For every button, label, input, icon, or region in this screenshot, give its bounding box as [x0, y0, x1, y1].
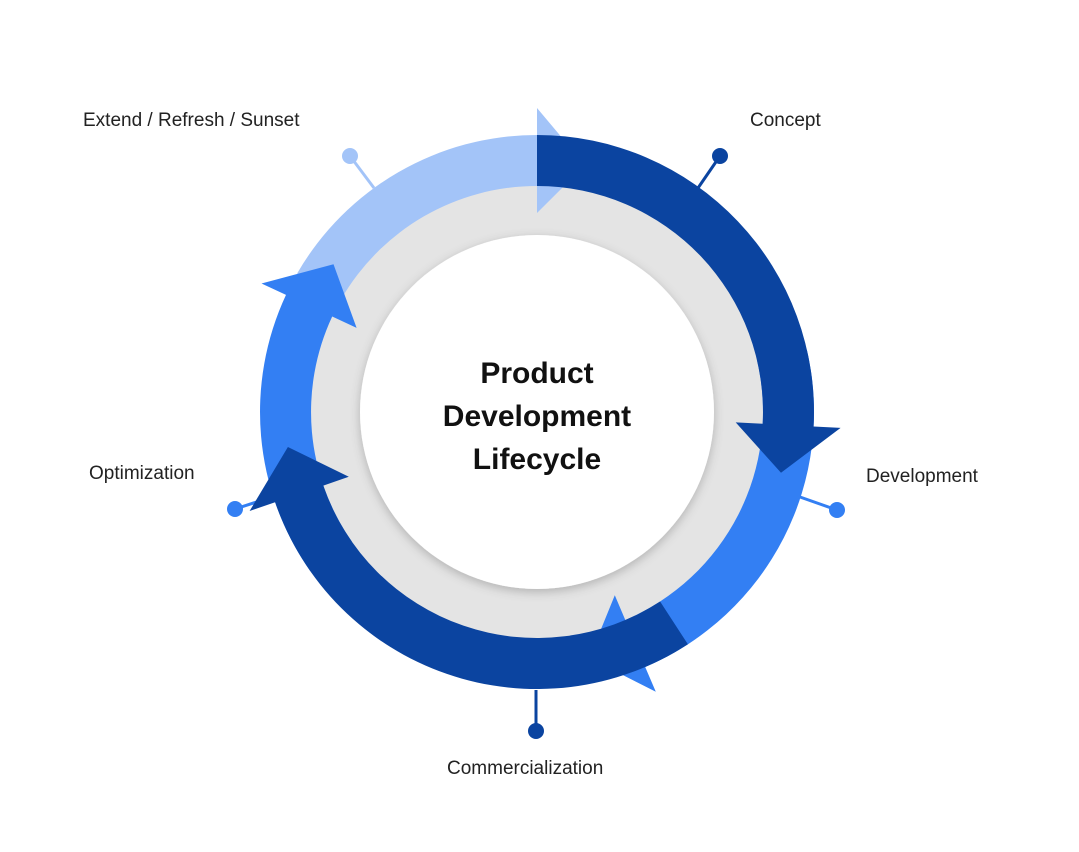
stage-arrow-extend-refresh-sunset: [297, 108, 585, 299]
connector-concept-dot: [712, 148, 728, 164]
title-line-2: Development: [442, 400, 632, 433]
stage-arrow-commercialization: [249, 447, 688, 690]
connector-commercialization-dot: [528, 723, 544, 739]
stage-label-commercialization: Commercialization: [447, 758, 604, 779]
stage-label-extend-refresh-sunset: Extend / Refresh / Sunset: [83, 110, 300, 131]
stage-label-development: Development: [866, 466, 978, 487]
connector-extend-refresh-sunset-dot: [342, 148, 358, 164]
diagram-title: Product Development Lifecycle: [400, 352, 674, 481]
center-disc: [360, 235, 714, 589]
stage-arrow-concept: [537, 135, 841, 473]
stage-label-concept: Concept: [750, 110, 821, 131]
connector-optimization-dot: [227, 501, 243, 517]
connector-development-dot: [829, 502, 845, 518]
stage-label-optimization: Optimization: [89, 463, 195, 484]
title-line-1: Product: [480, 357, 594, 390]
title-line-3: Lifecycle: [472, 443, 602, 476]
